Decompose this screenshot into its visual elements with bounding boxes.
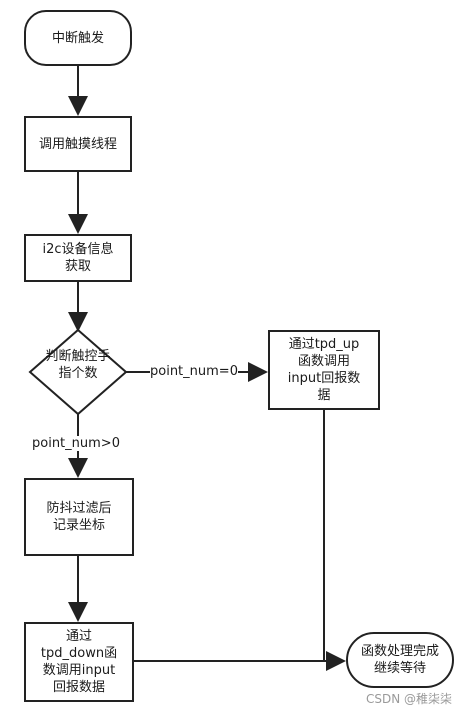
node-tpd-down: 通过 tpd_down函 数调用input 回报数据 xyxy=(24,622,134,702)
edge-label-zero: point_num=0 xyxy=(150,364,238,379)
node-call-thread: 调用触摸线程 xyxy=(24,116,132,172)
edge-label-positive: point_num>0 xyxy=(32,436,120,451)
node-start: 中断触发 xyxy=(24,10,132,66)
decision-diamond xyxy=(28,328,128,416)
node-i2c-info: i2c设备信息 获取 xyxy=(24,234,132,282)
node-decision-label: 判断触控手 指个数 xyxy=(45,349,111,381)
node-tpd-up: 通过tpd_up 函数调用 input回报数 据 xyxy=(268,330,380,410)
node-end: 函数处理完成 继续等待 xyxy=(346,632,454,688)
watermark: CSDN @稚柒柒 xyxy=(365,692,452,706)
node-debounce: 防抖过滤后 记录坐标 xyxy=(24,478,134,556)
